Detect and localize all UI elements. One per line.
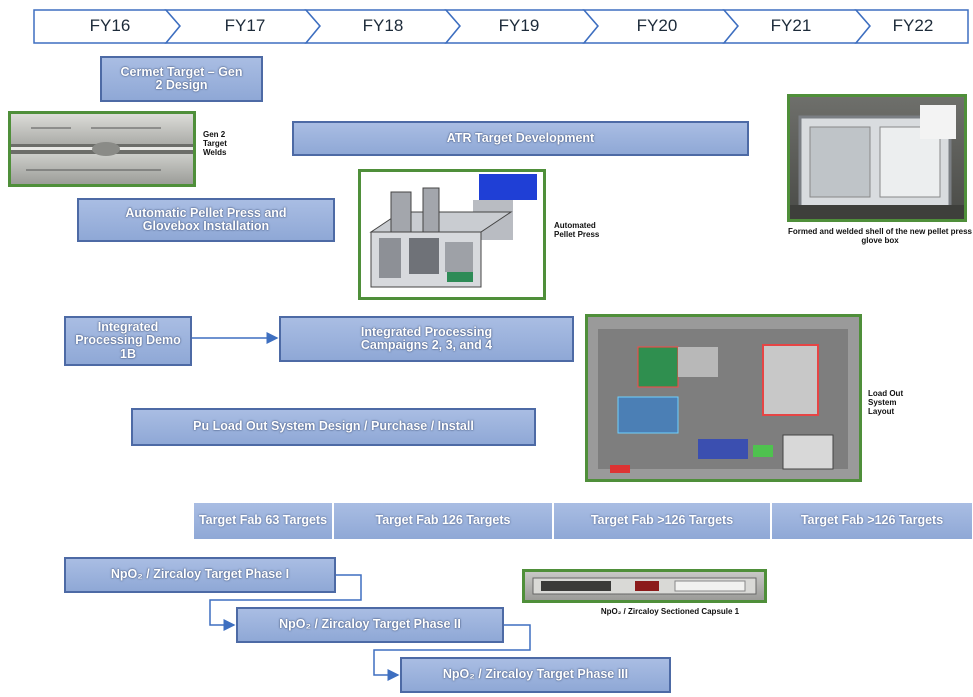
- cermet-target-bar: Cermet Target – Gen 2 Design: [100, 56, 263, 102]
- loadout-caption: Load Out System Layout: [868, 389, 904, 416]
- pellet-press-bar: Automatic Pellet Press and Glovebox Inst…: [77, 198, 335, 242]
- target-fab-segment: Target Fab >126 Targets: [772, 503, 972, 539]
- fy-label: FY17: [224, 16, 266, 35]
- pellet-press-render: [358, 169, 546, 300]
- target-fab-segment: Target Fab >126 Targets: [554, 503, 772, 539]
- capsule-caption: NpO₂ / Zircaloy Sectioned Capsule 1: [600, 607, 740, 616]
- fy-label: FY16: [89, 16, 131, 35]
- fy-label: FY20: [636, 16, 678, 35]
- capsule-graphic: [532, 577, 757, 595]
- glovebox-shell-photo: [787, 94, 967, 222]
- phase1-to-phase2-arrow: [209, 574, 362, 631]
- target-welds-photo: [8, 111, 196, 187]
- phase2-to-phase3-arrow: [373, 624, 531, 681]
- npo2-phase-3-bar: NpO₂ / Zircaloy Target Phase III: [400, 657, 671, 693]
- target-fab-segment: Target Fab 126 Targets: [334, 503, 554, 539]
- atr-target-bar: ATR Target Development: [292, 121, 749, 156]
- fy-label: FY22: [892, 16, 934, 35]
- target-fab-segment: Target Fab 63 Targets: [194, 503, 334, 539]
- fy-label: FY21: [770, 16, 812, 35]
- npo2-phase-2-bar: NpO₂ / Zircaloy Target Phase II: [236, 607, 504, 643]
- npo2-phase-1-bar: NpO₂ / Zircaloy Target Phase I: [64, 557, 336, 593]
- press-caption: Automated Pellet Press: [554, 221, 600, 239]
- press-frame-graphic: [369, 174, 537, 288]
- floorplan-graphic: [588, 317, 859, 479]
- welds-caption: Gen 2 Target Welds: [203, 130, 227, 157]
- sectioned-capsule-photo: [522, 569, 767, 603]
- pu-loadout-bar: Pu Load Out System Design / Purchase / I…: [131, 408, 536, 446]
- glovebox-caption: Formed and welded shell of the new pelle…: [787, 227, 973, 245]
- weld-rods-graphic: [11, 127, 193, 171]
- demo-1b-bar: Integrated Processing Demo 1B: [64, 316, 192, 366]
- fy-label: FY19: [498, 16, 540, 35]
- fy-label: FY18: [362, 16, 404, 35]
- glovebox-frame-graphic: [790, 105, 964, 219]
- fiscal-year-timeline: [33, 9, 969, 44]
- loadout-layout-diagram: [585, 314, 862, 482]
- campaigns-bar: Integrated Processing Campaigns 2, 3, an…: [279, 316, 574, 362]
